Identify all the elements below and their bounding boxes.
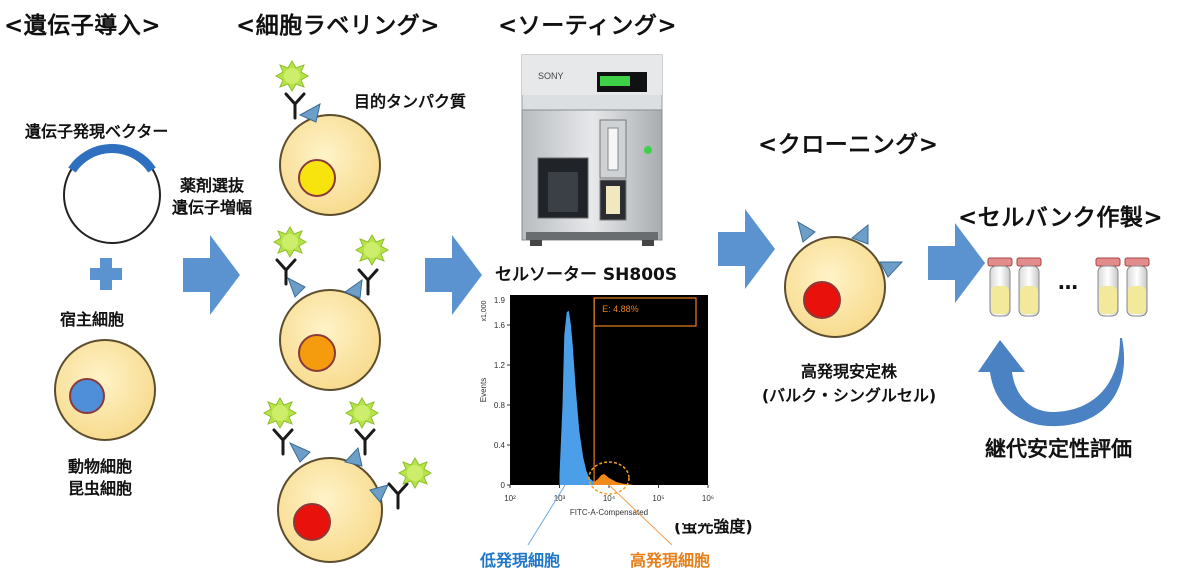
sorter-name-label: セルソーター SH800S xyxy=(495,265,678,285)
x-tick-label: 10⁶ xyxy=(702,494,714,503)
cloning-label-1: 高発現安定株 xyxy=(800,362,897,381)
histogram-series-1 xyxy=(559,311,595,485)
cryo-tubes xyxy=(987,257,1150,317)
x-axis-label: FITC-A-Compensated xyxy=(570,508,648,517)
heading-sorting: <ソーティング> xyxy=(498,13,678,39)
heading-cellbank: <セルバンク作製> xyxy=(958,205,1164,231)
y-tick-label: 1.2 xyxy=(494,361,506,370)
x-tick-label: 10² xyxy=(504,494,516,503)
labeled-cell-1 xyxy=(275,60,381,216)
low-leader-line xyxy=(527,484,566,546)
sorter-brand: SONY xyxy=(538,71,564,81)
y-tick-label: 0.8 xyxy=(494,401,506,410)
selection-label-2: 遺伝子増幅 xyxy=(171,198,252,217)
labeled-cell-3 xyxy=(263,397,432,563)
heading-gene-intro: <遺伝子導入> xyxy=(4,13,162,39)
target-protein-label: 目的タンパク質 xyxy=(354,92,467,111)
arrow-1 xyxy=(183,235,240,315)
y-tick-label: 0.4 xyxy=(494,441,506,450)
vector-label: 遺伝子発現ベクター xyxy=(25,122,169,141)
x-tick-label: 10⁴ xyxy=(603,494,616,503)
heading-cloning: <クローニング> xyxy=(758,132,939,158)
insect-cell-label: 昆虫細胞 xyxy=(67,479,132,498)
clone-cell xyxy=(784,220,904,338)
y-tick-label: 1.6 xyxy=(494,321,506,330)
histogram-series-2 xyxy=(594,474,633,485)
cycle-arrow xyxy=(978,338,1125,427)
cloning-label-2: (バルク・シングルセル) xyxy=(761,386,937,405)
x-tick-label: 10³ xyxy=(554,494,566,503)
low-expression-label: 低発現細胞 xyxy=(480,551,561,570)
labeled-cell-2 xyxy=(273,226,389,391)
tube-ellipsis: … xyxy=(1058,270,1078,294)
selection-label-1: 薬剤選抜 xyxy=(179,176,244,195)
plot-area xyxy=(510,295,708,485)
histogram-chart: E: 4.88% 0 0.4 0.8 1.2 1.6 1.9 10² 10³ 10⁴ 10⁵ 10⁶ F… xyxy=(479,288,714,546)
y-tick-label: 1.9 xyxy=(494,296,506,305)
y-multiplier-label: x1,000 xyxy=(481,300,488,321)
x-tick-label: 10⁵ xyxy=(652,494,664,503)
arrow-2 xyxy=(425,235,482,315)
host-cell-label: 宿主細胞 xyxy=(60,310,125,329)
high-expression-highlight xyxy=(588,461,630,495)
gate-label: E: 4.88% xyxy=(602,304,639,314)
arrow-3 xyxy=(718,209,775,289)
y-tick-label: 0 xyxy=(501,481,506,490)
high-expression-label: 高発現細胞 xyxy=(630,551,711,570)
heading-cell-labeling: <細胞ラベリング> xyxy=(236,13,441,39)
cell-sorter-device xyxy=(521,54,663,246)
arrow-4 xyxy=(928,223,985,303)
passage-stability-label: 継代安定性評価 xyxy=(985,437,1132,461)
y-axis-label: Events xyxy=(479,378,488,402)
host-nucleus xyxy=(69,378,105,414)
animal-cell-label: 動物細胞 xyxy=(67,457,132,476)
host-cell xyxy=(54,339,156,441)
high-leader-line xyxy=(608,484,673,546)
vector-insert xyxy=(68,144,156,173)
